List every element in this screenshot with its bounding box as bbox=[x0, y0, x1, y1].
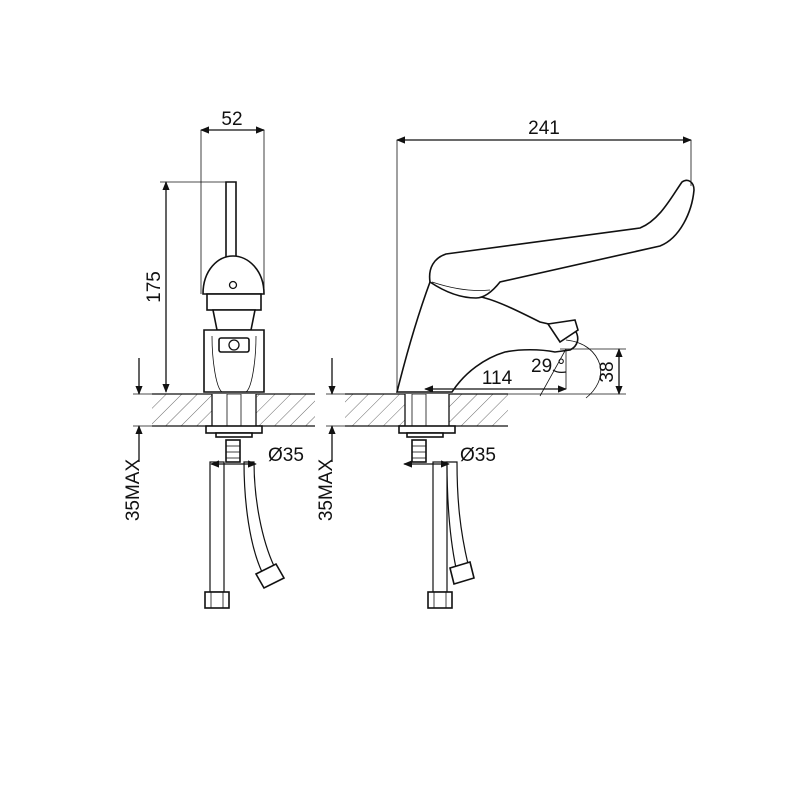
side-countertop bbox=[345, 393, 508, 427]
dim-114-label: 114 bbox=[482, 368, 513, 389]
dim-175: 175 bbox=[144, 181, 236, 393]
dim-angle-29: 29 ° bbox=[531, 339, 602, 399]
side-view: 241 114 38 29 ° 35MAX bbox=[316, 118, 695, 609]
dim-dia35-front: Ø35 bbox=[210, 445, 304, 468]
dim-dia35-side-label: Ø35 bbox=[460, 445, 496, 466]
front-mounting-stud bbox=[205, 393, 263, 463]
dim-dia35-side: Ø35 bbox=[403, 445, 496, 468]
front-view: 52 175 35MAX Ø35 bbox=[123, 109, 315, 609]
dim-35max-front: 35MAX bbox=[123, 358, 152, 521]
dim-35max-side: 35MAX bbox=[316, 358, 345, 521]
dim-52: 52 bbox=[200, 109, 265, 294]
front-faucet-body bbox=[202, 181, 265, 393]
side-hoses bbox=[427, 461, 475, 609]
dim-35max-front-label: 35MAX bbox=[123, 459, 144, 522]
front-countertop bbox=[152, 393, 315, 427]
dim-dia35-front-label: Ø35 bbox=[268, 445, 304, 466]
dim-241: 241 bbox=[396, 118, 692, 392]
dim-38: 38 bbox=[508, 348, 626, 395]
front-hoses bbox=[204, 461, 286, 609]
dim-175-label: 175 bbox=[144, 271, 165, 303]
dim-angle-29-label: 29 ° bbox=[531, 356, 565, 377]
dim-241-label: 241 bbox=[528, 118, 560, 139]
dim-35max-side-label: 35MAX bbox=[316, 459, 337, 522]
dim-114: 114 bbox=[424, 368, 567, 393]
side-faucet-body bbox=[395, 179, 695, 393]
dim-52-label: 52 bbox=[221, 109, 242, 130]
dim-38-label: 38 bbox=[597, 361, 618, 382]
